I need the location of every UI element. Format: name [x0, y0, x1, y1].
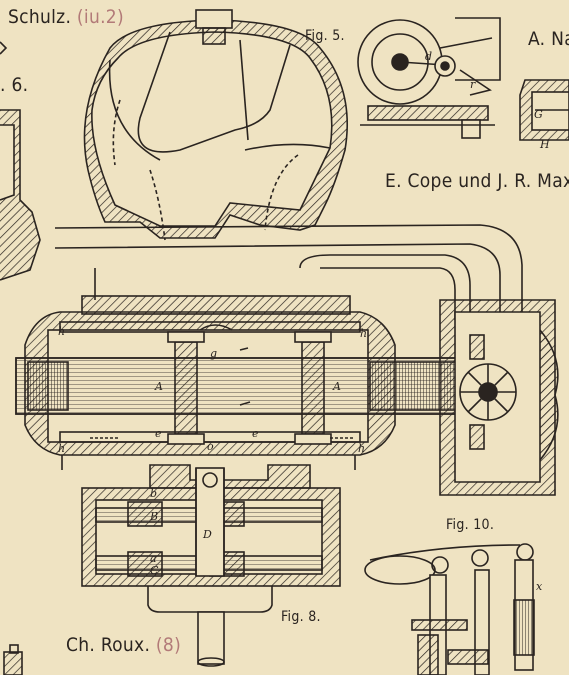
svg-text:h: h [360, 327, 367, 340]
fig6-fragment [0, 41, 41, 281]
svg-text:e: e [155, 427, 162, 440]
svg-text:C: C [150, 564, 159, 577]
label-fig10: Fig. 10. [446, 517, 495, 533]
svg-text:D: D [202, 528, 212, 541]
label-a-na: A. Na [528, 28, 569, 50]
label-fig6-fragment: . 6. [0, 74, 29, 96]
svg-text:h: h [358, 442, 365, 455]
turbine-wheel [439, 299, 559, 496]
svg-text:A: A [332, 380, 341, 393]
label-roux: Ch. Roux. (8) [66, 634, 181, 656]
svg-text:r: r [470, 78, 476, 91]
fig10-linkage [364, 543, 535, 675]
valve-chest [81, 464, 341, 667]
svg-text:d: d [425, 50, 432, 63]
label-fig8: Fig. 8. [281, 609, 321, 625]
author-name-schulz: Schulz. [8, 6, 72, 28]
fig5-mechanism [357, 17, 501, 139]
label-fig5: Fig. 5. [305, 28, 345, 44]
fig-a-fragment [519, 79, 569, 141]
ref-schulz: (iu.2) [76, 6, 124, 28]
svg-text:o: o [207, 440, 214, 453]
svg-text:H: H [539, 138, 550, 151]
svg-text:G: G [534, 108, 543, 121]
label-schulz: Schulz. (iu.2) [8, 6, 124, 28]
svg-text:b: b [150, 487, 157, 500]
svg-text:x: x [536, 580, 543, 593]
svg-text:a: a [150, 552, 157, 565]
cylinder-body [15, 295, 466, 470]
svg-text:A: A [154, 380, 163, 393]
author-name-roux: Ch. Roux. [66, 634, 151, 656]
bottom-left-fragment [3, 644, 23, 675]
svg-text:h: h [58, 442, 65, 455]
svg-text:h: h [58, 325, 65, 338]
housing-dome [83, 9, 348, 241]
svg-text:g: g [210, 347, 217, 360]
label-cope-maxwell: E. Cope und J. R. Maxv [385, 170, 569, 192]
svg-text:B: B [149, 510, 158, 523]
steam-pipe [54, 224, 523, 330]
svg-text:e: e [252, 427, 259, 440]
ref-roux: (8) [155, 634, 182, 656]
